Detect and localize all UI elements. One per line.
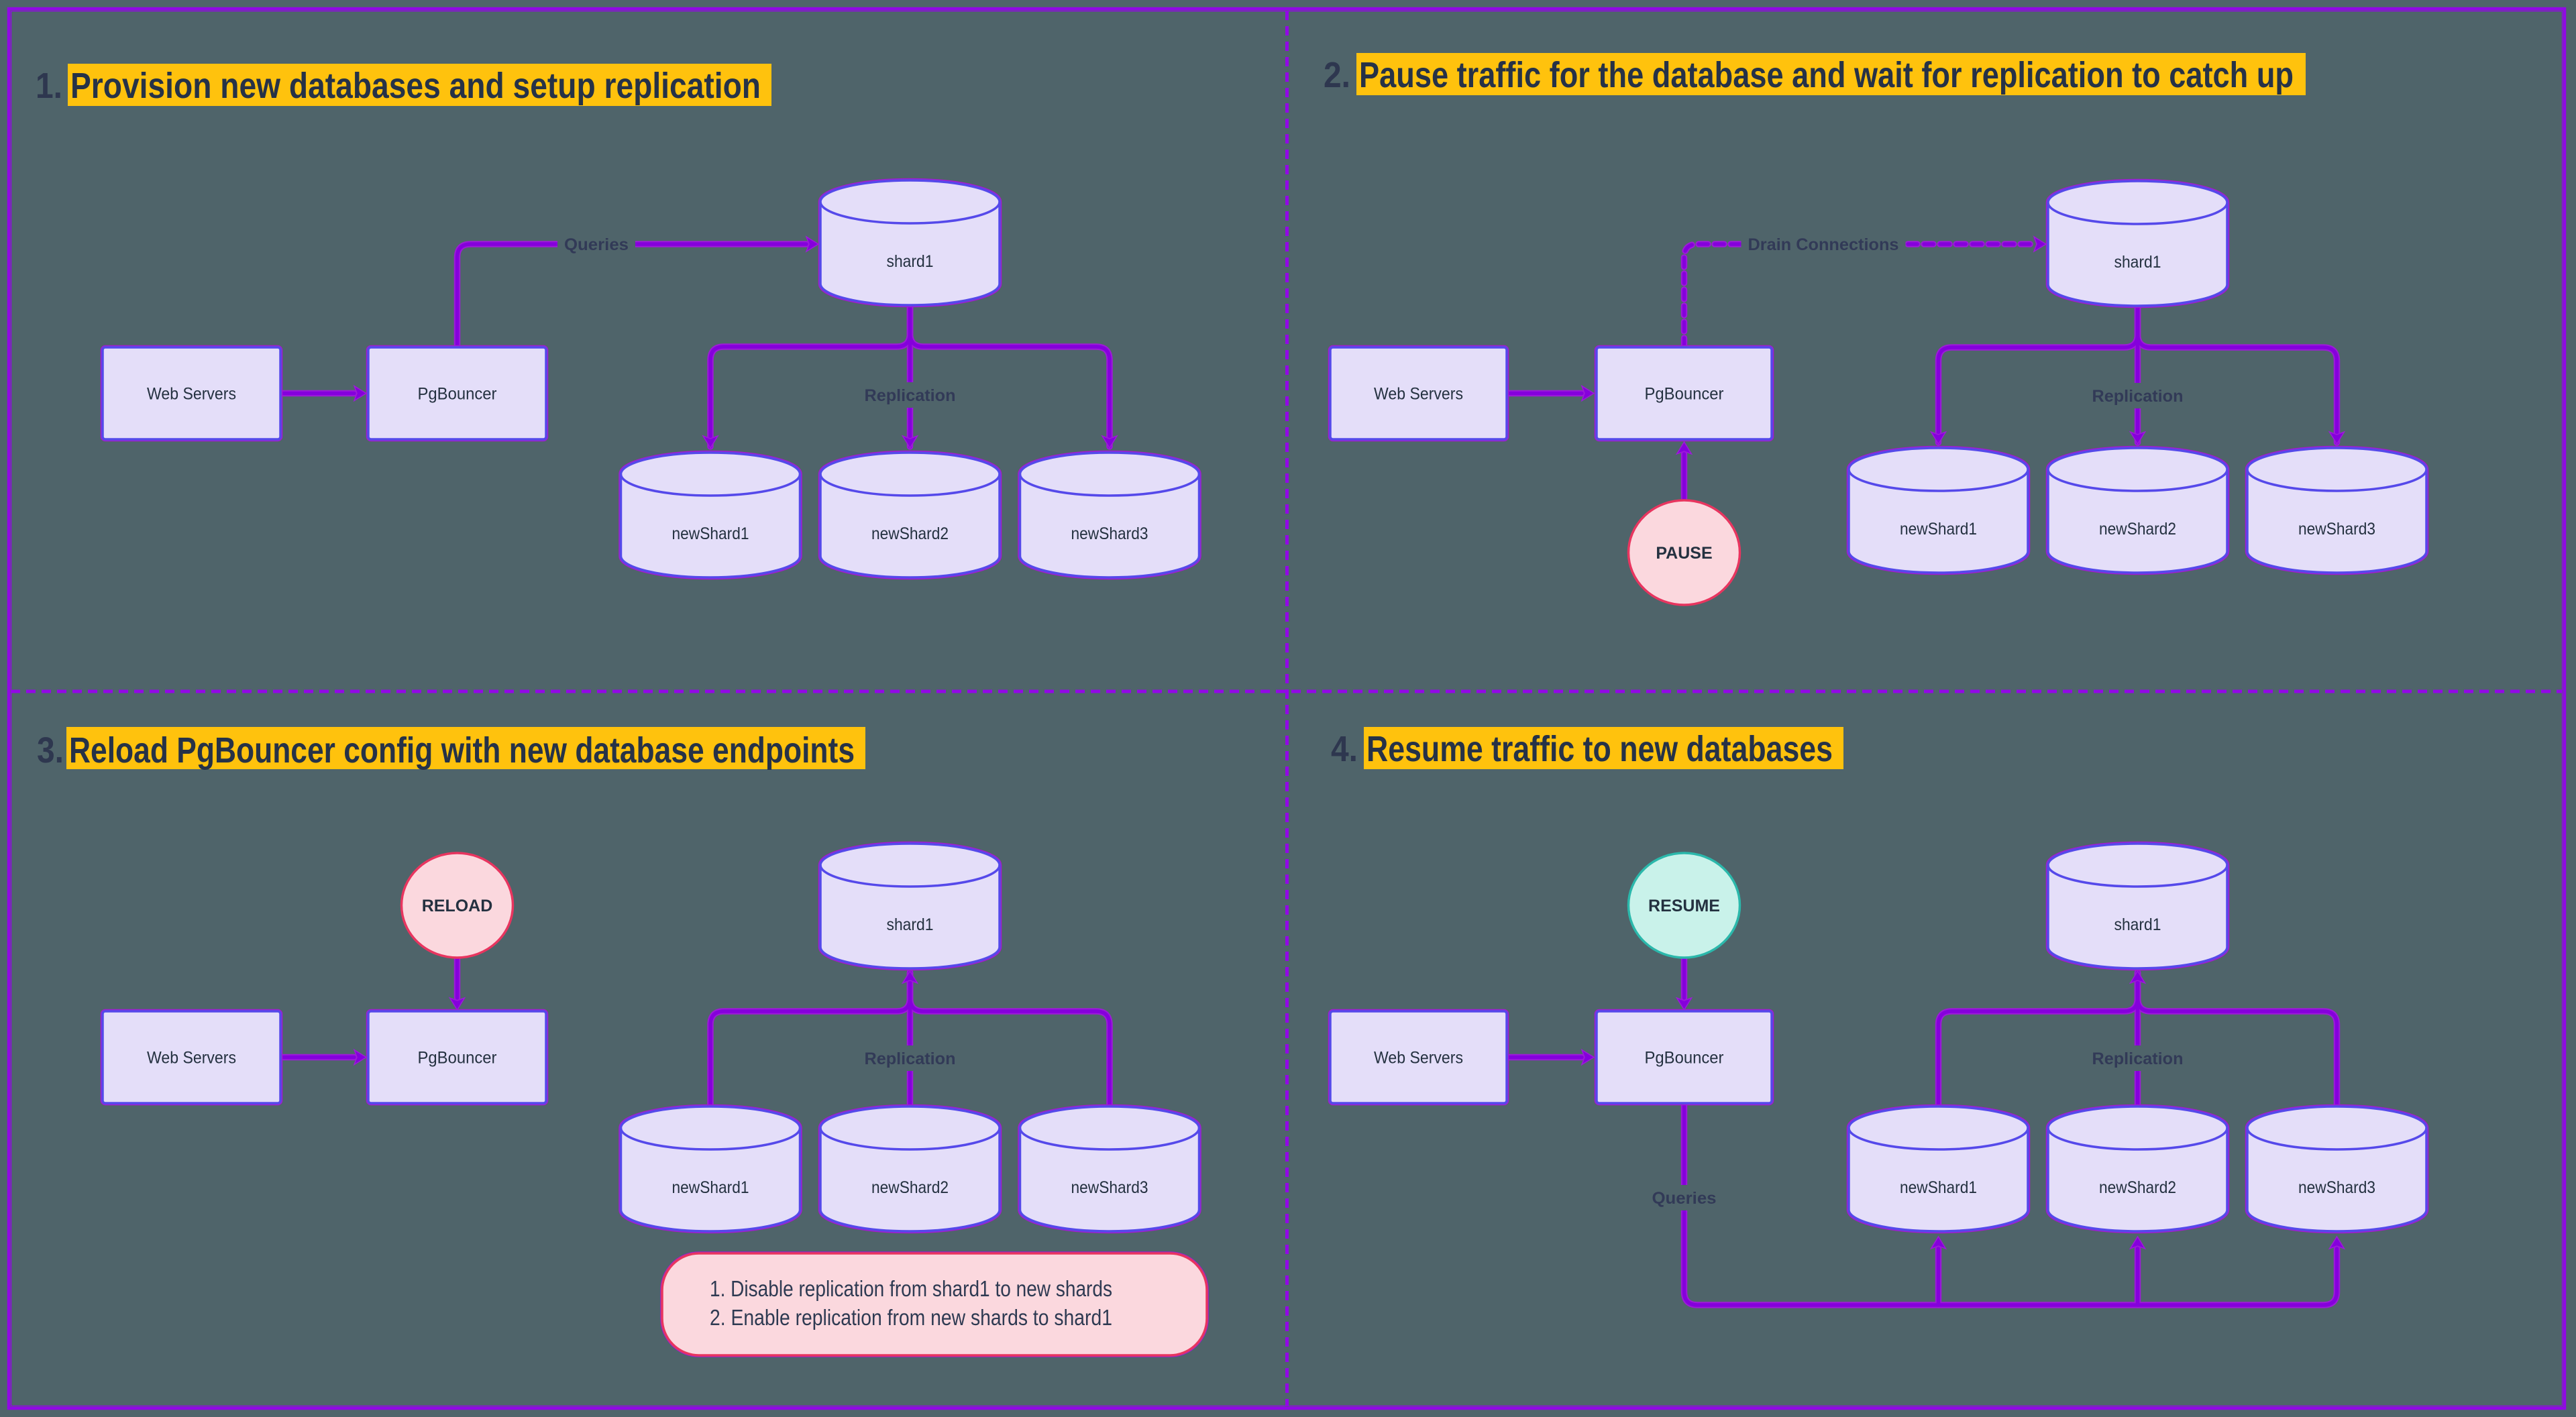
svg-text:Reload PgBouncer config with n: Reload PgBouncer config with new databas… bbox=[69, 730, 855, 771]
svg-text:Replication: Replication bbox=[2092, 387, 2184, 406]
svg-text:PgBouncer: PgBouncer bbox=[1645, 1049, 1724, 1068]
svg-text:newShard3: newShard3 bbox=[1071, 1178, 1148, 1197]
svg-text:PAUSE: PAUSE bbox=[1656, 544, 1712, 563]
svg-text:4.: 4. bbox=[1331, 729, 1358, 769]
svg-text:Web Servers: Web Servers bbox=[1374, 1049, 1463, 1068]
svg-text:RESUME: RESUME bbox=[1648, 897, 1720, 915]
svg-text:PgBouncer: PgBouncer bbox=[418, 385, 497, 404]
svg-text:newShard2: newShard2 bbox=[871, 524, 949, 543]
svg-text:PgBouncer: PgBouncer bbox=[418, 1049, 497, 1068]
svg-text:2. Enable replication from new: 2. Enable replication from new shards to… bbox=[710, 1305, 1112, 1330]
svg-text:newShard1: newShard1 bbox=[1900, 1178, 1977, 1197]
svg-text:2.: 2. bbox=[1324, 55, 1350, 95]
svg-text:RELOAD: RELOAD bbox=[422, 897, 493, 915]
svg-text:shard1: shard1 bbox=[2114, 253, 2161, 272]
svg-text:newShard2: newShard2 bbox=[871, 1178, 949, 1197]
svg-text:newShard1: newShard1 bbox=[672, 1178, 749, 1197]
svg-text:newShard2: newShard2 bbox=[2099, 1178, 2176, 1197]
svg-text:shard1: shard1 bbox=[887, 252, 934, 271]
svg-text:Web Servers: Web Servers bbox=[147, 385, 236, 404]
svg-text:newShard3: newShard3 bbox=[2298, 1178, 2375, 1197]
svg-text:shard1: shard1 bbox=[887, 915, 934, 934]
svg-text:Drain Connections: Drain Connections bbox=[1748, 235, 1899, 254]
svg-text:1. Disable replication from sh: 1. Disable replication from shard1 to ne… bbox=[710, 1276, 1112, 1301]
svg-text:PgBouncer: PgBouncer bbox=[1645, 385, 1724, 404]
svg-text:1.: 1. bbox=[36, 66, 62, 106]
svg-text:Replication: Replication bbox=[865, 1050, 956, 1068]
svg-text:Queries: Queries bbox=[564, 235, 629, 254]
svg-text:Queries: Queries bbox=[1652, 1189, 1717, 1208]
svg-text:Web Servers: Web Servers bbox=[147, 1049, 236, 1068]
svg-text:Replication: Replication bbox=[865, 386, 956, 405]
svg-text:Provision new databases and se: Provision new databases and setup replic… bbox=[70, 66, 761, 106]
svg-text:Web Servers: Web Servers bbox=[1374, 385, 1463, 404]
svg-text:newShard1: newShard1 bbox=[672, 524, 749, 543]
svg-text:newShard2: newShard2 bbox=[2099, 520, 2176, 539]
svg-text:Replication: Replication bbox=[2092, 1050, 2184, 1068]
svg-text:Pause traffic for the database: Pause traffic for the database and wait … bbox=[1359, 55, 2294, 95]
svg-text:Resume traffic to new database: Resume traffic to new databases bbox=[1366, 729, 1833, 769]
svg-text:shard1: shard1 bbox=[2114, 915, 2161, 934]
svg-text:3.: 3. bbox=[37, 730, 64, 771]
svg-text:newShard1: newShard1 bbox=[1900, 520, 1977, 539]
svg-text:newShard3: newShard3 bbox=[1071, 524, 1148, 543]
svg-text:newShard3: newShard3 bbox=[2298, 520, 2375, 539]
